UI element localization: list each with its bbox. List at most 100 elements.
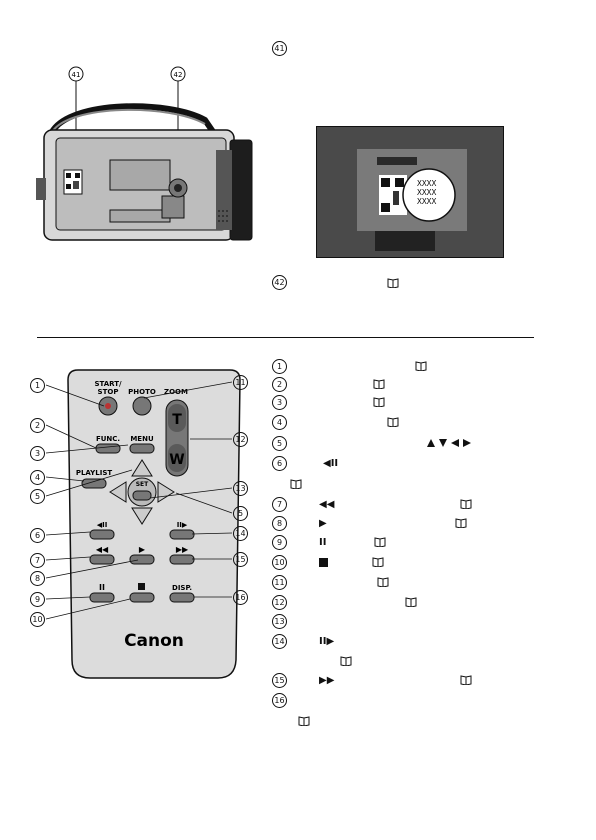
zoom-wide-button[interactable] bbox=[168, 444, 186, 472]
callout-41-top-right: 41 bbox=[272, 36, 287, 56]
camcorder-bottom-illustration: 41 42 bbox=[36, 66, 253, 241]
callout-42-top-right: 42 bbox=[272, 275, 399, 290]
closeup-serial-text: XXXX XXXX XXXX bbox=[417, 179, 447, 206]
right-arrow-button[interactable] bbox=[157, 481, 175, 503]
stop-icon bbox=[319, 557, 328, 567]
book-icon bbox=[460, 675, 472, 685]
playlist-button[interactable] bbox=[81, 478, 107, 489]
up-triangle-icon bbox=[427, 439, 435, 447]
legend-item-16: 16 bbox=[272, 692, 287, 708]
legend-item-11: 11 bbox=[272, 574, 389, 590]
svg-text:STOP: STOP bbox=[98, 388, 119, 396]
callout-7: 7 bbox=[30, 553, 45, 568]
canon-logo: Canon bbox=[124, 631, 184, 651]
book-icon bbox=[373, 397, 385, 407]
zoom-tele-button[interactable] bbox=[168, 404, 186, 432]
magnifier-circle bbox=[402, 168, 456, 222]
disp-label: DISP. bbox=[172, 584, 192, 592]
legend-item-16-book bbox=[298, 711, 310, 730]
callout-1: 1 bbox=[30, 378, 45, 393]
svg-text:T: T bbox=[172, 412, 182, 428]
legend-item-12: 12 bbox=[272, 594, 417, 610]
legend-item-6: 6 ◀II bbox=[272, 455, 338, 471]
book-icon bbox=[373, 379, 385, 389]
callout-3: 3 bbox=[30, 446, 45, 461]
callout-6: 6 bbox=[30, 528, 45, 543]
svg-text:▶: ▶ bbox=[139, 545, 146, 554]
legend-item-13: 13 bbox=[272, 613, 287, 629]
callout-14: 14 bbox=[233, 526, 248, 541]
legend-item-10: 10 bbox=[272, 554, 384, 570]
closeup-line-2: XXXX bbox=[417, 188, 437, 197]
frame-advance-icon: II▶ bbox=[319, 635, 335, 647]
book-icon bbox=[387, 417, 399, 427]
svg-text:▶▶: ▶▶ bbox=[176, 545, 189, 554]
legend-item-4: 4 bbox=[272, 414, 399, 430]
legend-item-9: 9 II bbox=[272, 534, 386, 550]
rewind-button[interactable] bbox=[89, 554, 115, 565]
left-arrow-button[interactable] bbox=[109, 481, 127, 503]
down-triangle-icon bbox=[439, 439, 447, 447]
frame-advance-button[interactable] bbox=[169, 529, 195, 540]
callout-42-text: 42 bbox=[174, 71, 183, 79]
svg-text:◀◀: ◀◀ bbox=[96, 545, 109, 554]
set-button[interactable] bbox=[132, 490, 152, 501]
callout-16: 16 bbox=[233, 590, 248, 605]
pause-icon: II bbox=[319, 536, 327, 548]
callout-8: 8 bbox=[30, 571, 45, 586]
callout-4: 4 bbox=[30, 470, 45, 485]
closeup-line-3: XXXX bbox=[417, 197, 437, 206]
callout-15: 15 bbox=[233, 552, 248, 567]
label-closeup-drawing bbox=[317, 127, 503, 257]
callout-12: 12 bbox=[233, 432, 248, 447]
legend-item-15: 15 ▶▶ bbox=[272, 672, 472, 688]
svg-text:II: II bbox=[99, 583, 105, 592]
navigation-pad: SET bbox=[109, 459, 175, 525]
book-icon bbox=[374, 537, 386, 547]
fast-forward-button[interactable] bbox=[169, 554, 195, 565]
svg-text:W: W bbox=[169, 452, 184, 468]
callout-41-text: 41 bbox=[72, 71, 81, 79]
down-arrow-button[interactable] bbox=[131, 507, 153, 525]
book-icon bbox=[298, 716, 310, 727]
callout-10: 10 bbox=[30, 612, 45, 627]
set-label: SET bbox=[136, 481, 149, 488]
pause-button[interactable] bbox=[89, 592, 115, 603]
label-closeup-photo: XXXX XXXX XXXX bbox=[316, 126, 504, 258]
closeup-line-1: XXXX bbox=[417, 179, 437, 188]
book-icon bbox=[455, 518, 467, 528]
book-icon bbox=[340, 656, 352, 667]
callout-5: 5 bbox=[30, 489, 45, 504]
callout-11: 11 bbox=[233, 375, 248, 390]
callout-9: 9 bbox=[30, 592, 45, 607]
left-triangle-icon bbox=[451, 439, 459, 447]
legend-item-8: 8 ▶ bbox=[272, 515, 467, 531]
rewind-icon: ◀◀ bbox=[319, 498, 335, 510]
book-icon bbox=[372, 557, 384, 567]
legend-item-2: 2 bbox=[272, 376, 385, 392]
photo-label: PHOTO bbox=[128, 388, 156, 396]
frame-back-button[interactable] bbox=[89, 529, 115, 540]
legend-item-7: 7 ◀◀ bbox=[272, 496, 472, 512]
legend-item-5: 5 bbox=[272, 435, 471, 451]
menu-button[interactable] bbox=[129, 443, 155, 454]
stop-button[interactable] bbox=[129, 592, 155, 603]
svg-text:◀II: ◀II bbox=[97, 521, 108, 529]
photo-button[interactable] bbox=[132, 396, 152, 416]
disp-button[interactable] bbox=[169, 592, 195, 603]
start-stop-label: START/ bbox=[94, 380, 122, 388]
remote-control-illustration: START/ STOP PHOTO ZOOM T W FUNC. MENU PL… bbox=[67, 369, 241, 679]
book-icon bbox=[415, 361, 427, 371]
callout-2: 2 bbox=[30, 418, 45, 433]
play-button[interactable] bbox=[129, 554, 155, 565]
book-icon bbox=[377, 577, 389, 587]
callout-5-right: 5 bbox=[233, 506, 248, 521]
fast-forward-icon: ▶▶ bbox=[319, 674, 335, 686]
book-icon bbox=[290, 479, 302, 490]
book-icon bbox=[387, 277, 399, 288]
func-label: FUNC. bbox=[96, 435, 120, 443]
frame-back-icon: ◀II bbox=[323, 457, 339, 469]
up-arrow-button[interactable] bbox=[131, 459, 153, 477]
book-icon bbox=[460, 499, 472, 509]
